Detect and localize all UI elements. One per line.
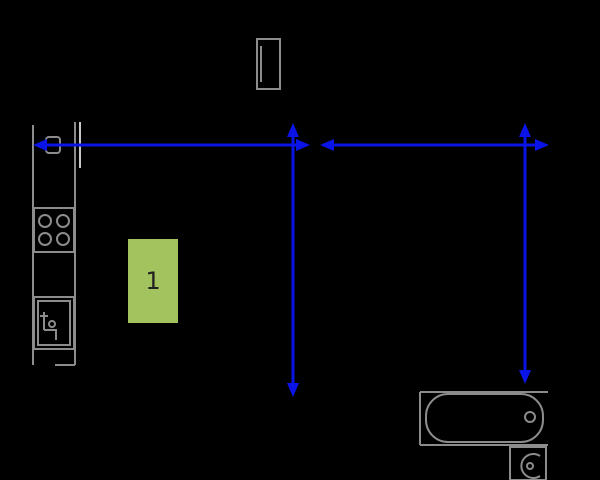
arrowhead-left <box>33 139 47 151</box>
fridge-icon <box>256 38 281 90</box>
kitchen-sink-icon <box>33 296 75 350</box>
stove-icon <box>33 207 75 253</box>
room-label: 1 <box>128 239 178 323</box>
arrowhead-left <box>320 139 334 151</box>
washbasin-icon <box>509 446 547 480</box>
arrowhead-up <box>519 123 531 137</box>
arrowhead-down <box>519 370 531 384</box>
room-number: 1 <box>145 267 160 295</box>
arrowhead-down <box>287 383 299 397</box>
room-label-box <box>128 239 178 323</box>
dimension-lines <box>33 123 549 397</box>
arrowhead-up <box>287 123 299 137</box>
arrowhead-right <box>535 139 549 151</box>
arrowhead-right <box>296 139 310 151</box>
bathtub-icon <box>419 391 548 446</box>
